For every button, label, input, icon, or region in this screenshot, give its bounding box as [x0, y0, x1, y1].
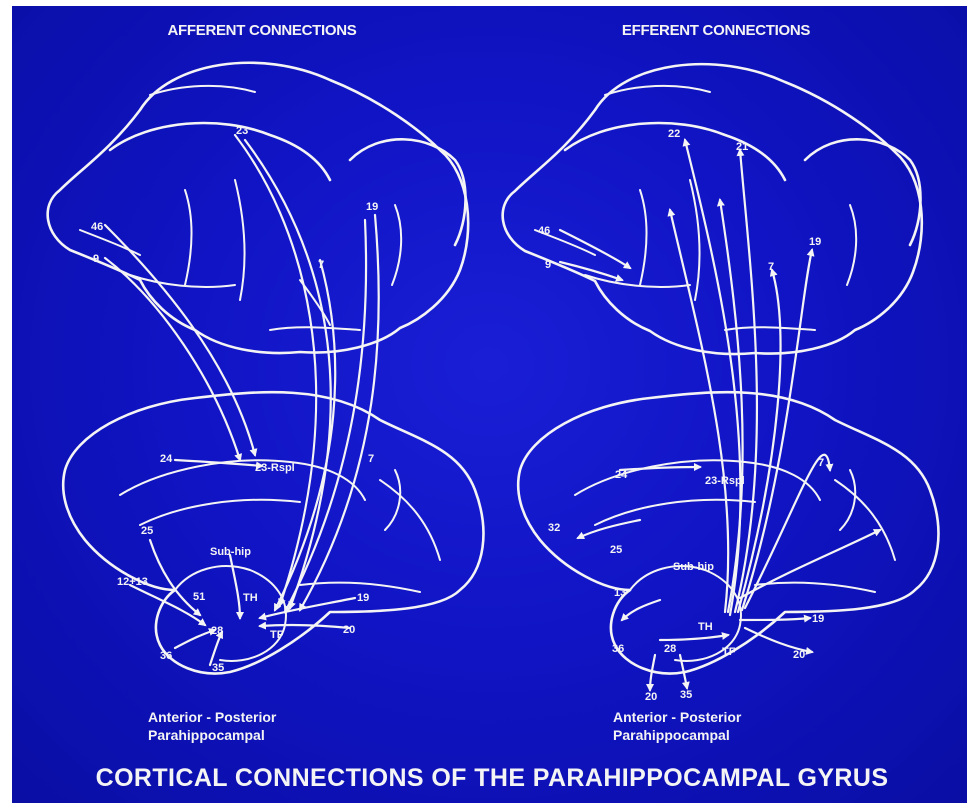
afferent-area-35: 35 — [212, 662, 224, 674]
afferent-area-23: 23 — [236, 125, 248, 137]
efferent-area-9: 9 — [545, 259, 551, 271]
afferent-area-36: 36 — [160, 650, 172, 662]
afferent-area-tf: TF — [270, 629, 284, 641]
efferent-caption-line1: Anterior - Posterior — [613, 709, 742, 725]
afferent-sulcus — [392, 205, 401, 285]
afferent-area-9: 9 — [93, 253, 99, 265]
afferent-caption-line1: Anterior - Posterior — [148, 709, 277, 725]
afferent-fiber — [260, 625, 350, 628]
afferent-parahippocampal-outline — [175, 566, 286, 661]
afferent-medial-sulcus — [300, 583, 420, 592]
efferent-area-23-rspl: 23-Rspl — [705, 475, 745, 487]
afferent-medial-sulcus — [380, 480, 440, 560]
efferent-fiber — [620, 467, 700, 470]
efferent-fiber — [685, 140, 741, 615]
efferent-fiber — [560, 230, 630, 268]
efferent-area-25: 25 — [610, 544, 622, 556]
afferent-fiber — [175, 630, 215, 648]
efferent-area-19-medial: 19 — [812, 613, 824, 625]
efferent-cingulate — [595, 500, 755, 525]
afferent-area-20: 20 — [343, 624, 355, 636]
afferent-area-51: 51 — [193, 591, 205, 603]
efferent-fiber — [578, 520, 640, 538]
efferent-area-22: 22 — [668, 128, 680, 140]
efferent-caption-line2: Parahippocampal — [613, 727, 730, 743]
afferent-area-19-medial: 19 — [357, 592, 369, 604]
afferent-area-7-medial: 7 — [368, 453, 374, 465]
afferent-sulcus — [150, 86, 255, 95]
slide-caption: CORTICAL CONNECTIONS OF THE PARAHIPPOCAM… — [96, 764, 889, 792]
efferent-sulcus — [640, 190, 646, 285]
efferent-fiber — [740, 618, 810, 620]
afferent-sulcus — [185, 190, 191, 285]
afferent-panel: AFFERENT CONNECTIONS — [48, 22, 484, 743]
efferent-panel: EFFERENT CONNECTIONS — [503, 22, 939, 743]
afferent-lateral-brain-outline — [48, 63, 469, 353]
efferent-area-36: 36 — [612, 643, 624, 655]
afferent-area-th: TH — [243, 592, 258, 604]
afferent-fiber — [230, 555, 240, 618]
afferent-area-sub-hip: Sub-hip — [210, 546, 251, 558]
efferent-area-24: 24 — [615, 469, 628, 481]
afferent-area-12-13: 12+13 — [117, 576, 148, 588]
efferent-area-7: 7 — [768, 261, 774, 273]
afferent-area-19: 19 — [366, 201, 378, 213]
efferent-sulcus — [605, 86, 710, 95]
afferent-area-23-rspl: 23-Rspl — [255, 462, 295, 474]
afferent-medial-sulcus — [385, 470, 400, 530]
efferent-sulcus — [725, 327, 815, 330]
afferent-fiber — [105, 258, 240, 460]
afferent-temporal-lobe — [110, 123, 330, 180]
afferent-fiber — [260, 598, 355, 618]
efferent-area-19: 19 — [809, 236, 821, 248]
afferent-area-46: 46 — [91, 221, 103, 233]
afferent-sulcus — [235, 180, 245, 300]
efferent-area-32: 32 — [548, 522, 560, 534]
efferent-sulcus — [847, 205, 856, 285]
efferent-lateral-brain-outline — [503, 64, 922, 354]
efferent-title: EFFERENT CONNECTIONS — [622, 22, 810, 39]
efferent-area-21: 21 — [736, 141, 748, 153]
efferent-fiber — [622, 600, 660, 620]
afferent-title: AFFERENT CONNECTIONS — [167, 22, 356, 39]
efferent-area-th: TH — [698, 621, 713, 633]
efferent-area-tf: TF — [722, 646, 736, 658]
afferent-corpus-callosum — [120, 460, 365, 500]
afferent-caption-line2: Parahippocampal — [148, 727, 265, 743]
efferent-area-46: 46 — [538, 225, 550, 237]
afferent-area-24: 24 — [160, 453, 173, 465]
efferent-area-13: 13 — [614, 587, 626, 599]
afferent-occipital-bulge — [350, 139, 466, 245]
efferent-fiber — [660, 635, 728, 640]
efferent-medial-sulcus — [755, 583, 875, 592]
efferent-area-7-medial: 7 — [818, 457, 824, 469]
afferent-area-7: 7 — [318, 259, 324, 271]
efferent-sulcus — [585, 275, 690, 287]
efferent-area-20-ventral: 20 — [645, 691, 657, 703]
afferent-area-25: 25 — [141, 525, 153, 537]
efferent-medial-sulcus — [840, 470, 855, 530]
afferent-fiber — [235, 135, 316, 605]
efferent-area-35: 35 — [680, 689, 692, 701]
efferent-occipital-bulge — [805, 139, 921, 245]
afferent-cingulate — [140, 500, 300, 525]
afferent-fiber — [150, 540, 200, 615]
afferent-sulcus — [270, 327, 360, 330]
efferent-area-sub-hip: Sub-hip — [673, 561, 714, 573]
afferent-sulcus — [130, 275, 235, 287]
afferent-area-28: 28 — [211, 625, 223, 637]
efferent-area-28: 28 — [664, 643, 676, 655]
efferent-area-20: 20 — [793, 649, 805, 661]
